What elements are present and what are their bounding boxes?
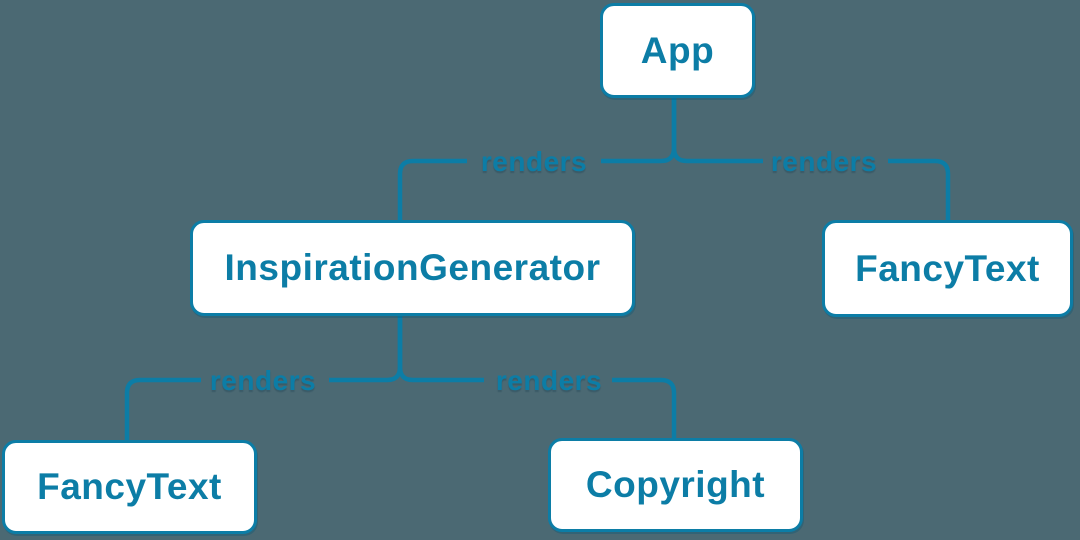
node-copyright-label: Copyright <box>585 464 766 505</box>
node-inspiration-generator-label: InspirationGenerator <box>224 247 601 288</box>
edge-app-fancytext-segment-right <box>888 158 951 222</box>
edge-inspirationgenerator-fancytext-segment-right <box>329 314 403 383</box>
node-copyright: Copyright <box>548 438 803 532</box>
node-app: App <box>600 3 755 98</box>
node-fancy-text-bottom: FancyText <box>2 440 257 534</box>
node-app-label: App <box>640 29 715 71</box>
edge-inspirationgenerator-fancytext-segment-left <box>124 377 201 442</box>
edge-label-app-inspirationgenerator: renders <box>480 146 588 177</box>
node-fancy-text-top-label: FancyText <box>855 247 1040 289</box>
edge-label-app-fancytext: renders <box>770 146 878 177</box>
edge-inspirationgenerator-copyright-segment-left <box>397 314 484 383</box>
edge-app-fancytext-segment-left <box>671 97 763 164</box>
node-fancy-text-top: FancyText <box>822 220 1073 317</box>
node-inspiration-generator: InspirationGenerator <box>190 220 635 316</box>
edge-app-inspirationgenerator-segment-right <box>601 97 677 164</box>
edge-label-inspirationgenerator-fancytext: renders <box>209 365 317 396</box>
node-fancy-text-bottom-label: FancyText <box>37 466 222 507</box>
edge-app-inspirationgenerator-segment-left <box>397 158 467 222</box>
edge-inspirationgenerator-copyright-segment-right <box>612 377 677 440</box>
edge-label-inspirationgenerator-copyright: renders <box>495 365 603 396</box>
